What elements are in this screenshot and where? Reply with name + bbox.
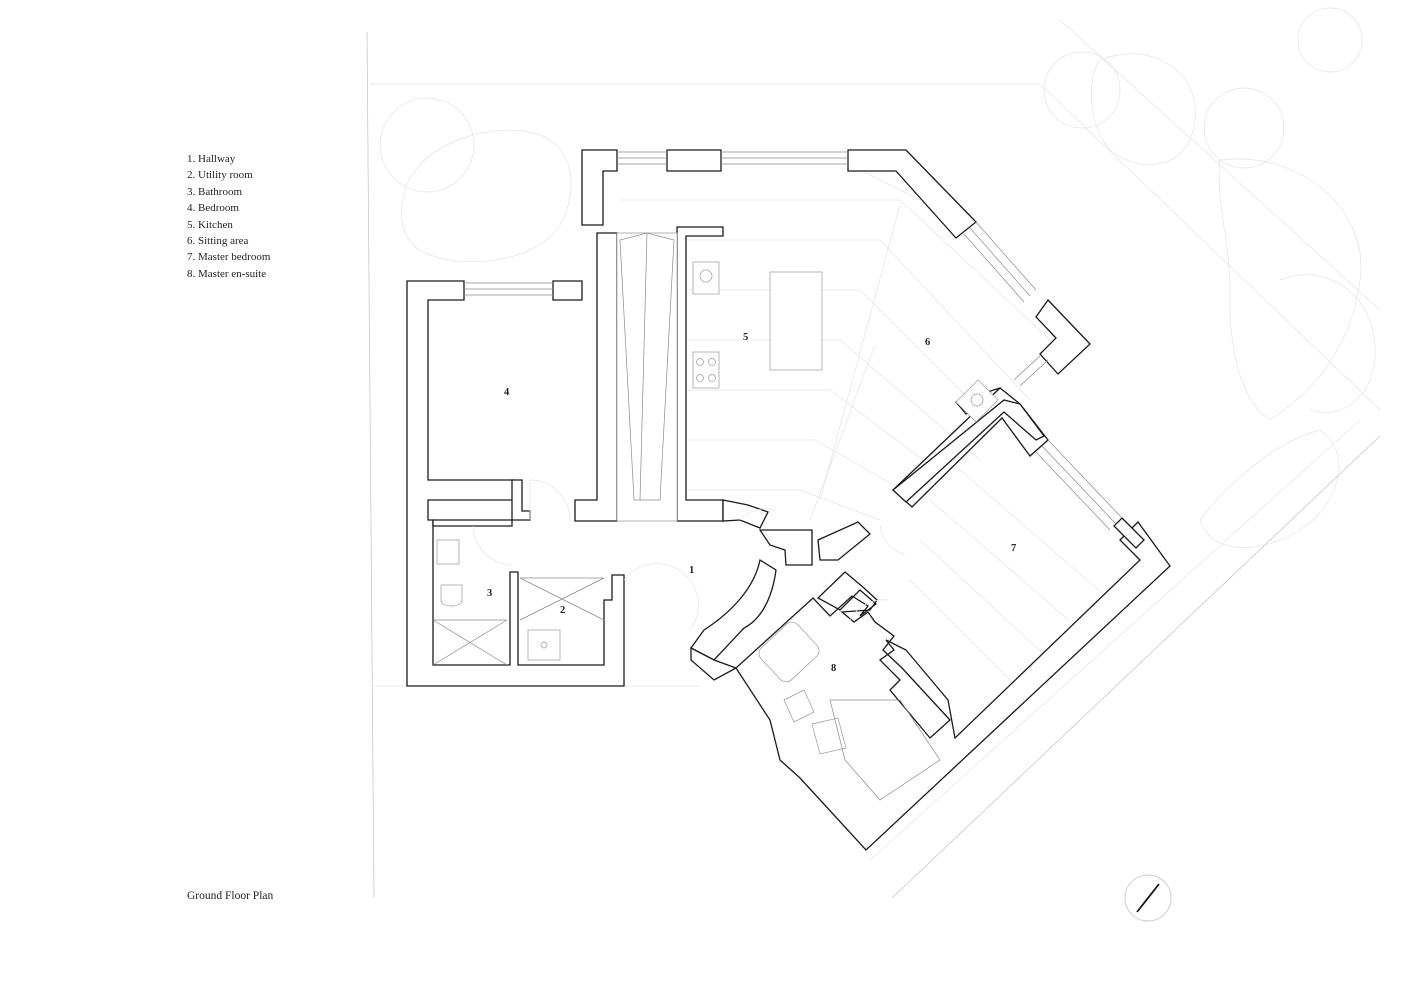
north-arrow-icon: [1124, 874, 1172, 922]
room-number-master-bedroom: 7: [1011, 543, 1016, 554]
room-number-sitting-area: 6: [925, 337, 930, 348]
legend-item-bathroom: 3. Bathroom: [187, 185, 242, 198]
legend-item-kitchen: 5. Kitchen: [187, 218, 233, 231]
walls: [406, 149, 1171, 851]
room-number-hallway: 1: [689, 565, 694, 576]
legend-item-hallway: 1. Hallway: [187, 153, 236, 165]
landscape-outlines: [379, 7, 1376, 548]
room-number-master-en-suite: 8: [831, 663, 836, 674]
room-labels: 1 2 3 4 5 6 7 8: [487, 332, 1016, 674]
legend-item-master-bedroom: 7. Master bedroom: [187, 251, 271, 264]
fixtures: [432, 261, 999, 801]
room-number-bathroom: 3: [487, 588, 492, 599]
door-swings: [472, 479, 906, 631]
legend-item-utility-room: 2. Utility room: [187, 169, 253, 182]
legend-item-bedroom: 4. Bedroom: [187, 202, 239, 215]
room-legend: 1. Hallway 2. Utility room 3. Bathroom 4…: [187, 151, 270, 282]
drawing-title: Ground Floor Plan: [187, 890, 274, 902]
room-number-kitchen: 5: [743, 332, 748, 343]
legend-item-master-en-suite: 8. Master en-suite: [187, 267, 267, 280]
room-number-bedroom: 4: [504, 387, 510, 398]
legend-item-sitting-area: 6. Sitting area: [187, 235, 249, 248]
stair: [616, 232, 678, 522]
floor-hatch: [620, 169, 1111, 691]
windows: [464, 151, 1123, 531]
room-number-utility: 2: [560, 605, 565, 616]
